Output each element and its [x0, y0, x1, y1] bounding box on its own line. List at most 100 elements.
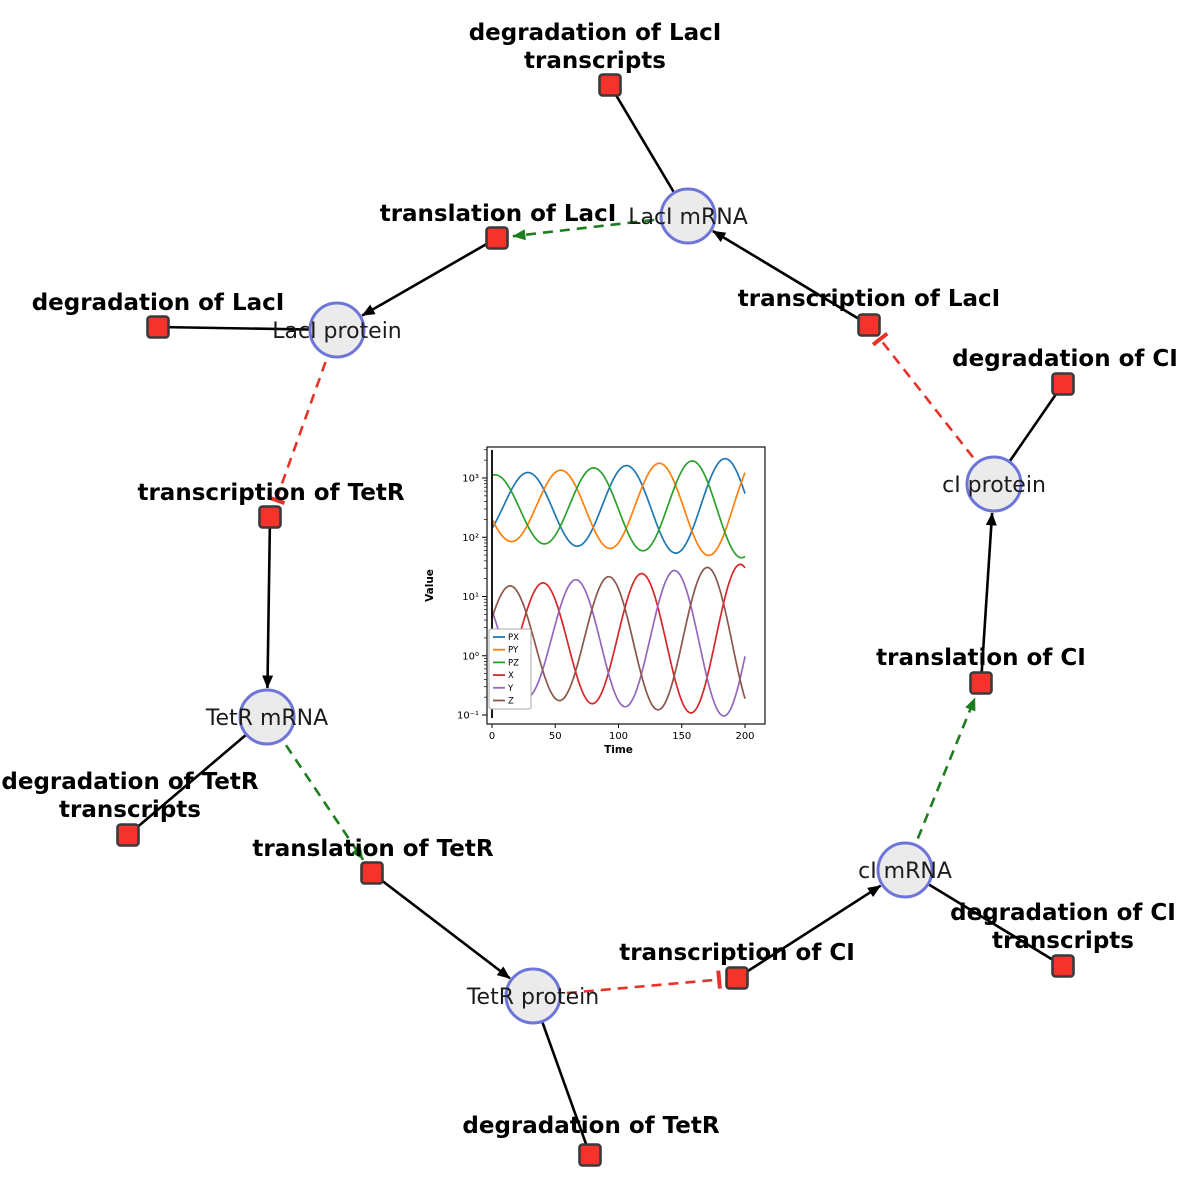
- series-line-PY: [491, 462, 746, 557]
- reaction-square-icon: [1051, 372, 1075, 396]
- reaction-label-tx_laci: transcription of LacI: [738, 286, 1001, 312]
- species-circle-icon: [659, 187, 717, 245]
- species-label-tetr_protein: TetR protein: [466, 985, 599, 1010]
- species-circle-icon: [238, 688, 296, 746]
- reaction-square-icon: [578, 1143, 602, 1167]
- x-tick-label: 150: [672, 731, 691, 742]
- species-node-ci_protein: [965, 455, 1023, 513]
- chart-y-axis-label: Value: [424, 569, 436, 602]
- x-tick-label: 50: [549, 731, 562, 742]
- reaction-node-deg_ci_tx: [1051, 954, 1075, 978]
- chart-series: [491, 450, 746, 718]
- edge-tetr_mrna-deg_tetr_tx: [127, 716, 268, 836]
- species-circle-icon: [504, 967, 562, 1025]
- series-line-X: [491, 563, 746, 714]
- species-circle-icon: [876, 841, 934, 899]
- reaction-node-tx_tetr: [258, 505, 282, 529]
- reaction-label-deg_tetr: degradation of TetR: [462, 1113, 719, 1139]
- reaction-node-deg_tetr_tx: [116, 823, 140, 847]
- edge-tx_laci-laci_mrna: [712, 229, 870, 327]
- reaction-node-deg_tetr: [578, 1143, 602, 1167]
- edge-ci_mrna-tl_ci: [903, 697, 977, 871]
- edge-tx_ci-ci_mrna: [736, 884, 882, 980]
- x-tick-label: 0: [489, 731, 495, 742]
- chart-border: [486, 446, 766, 725]
- reaction-label-tx_ci: transcription of CI: [619, 940, 855, 966]
- reaction-label-tl_ci: translation of CI: [876, 645, 1086, 671]
- reaction-label-deg_laci: degradation of LacI: [32, 290, 285, 316]
- reaction-label-tl_laci: translation of LacI: [380, 201, 617, 227]
- edge-tl_ci-ci_protein: [979, 512, 997, 684]
- nodes: [116, 73, 1075, 1167]
- reaction-square-icon: [725, 966, 749, 990]
- legend-label-PY: PY: [508, 646, 519, 656]
- reaction-square-icon: [116, 823, 140, 847]
- reaction-node-tl_ci: [969, 671, 993, 695]
- species-node-ci_mrna: [876, 841, 934, 899]
- edge-laci_mrna-tl_laci: [512, 214, 689, 241]
- edge-ci_protein-tx_laci: [871, 332, 996, 485]
- y-tick-label: 10⁰: [462, 651, 479, 662]
- edge-tl_tetr-tetr_protein: [371, 871, 511, 980]
- species-circle-icon: [965, 455, 1023, 513]
- chart-x-axis-label: Time: [604, 744, 633, 756]
- reaction-node-tx_ci: [725, 966, 749, 990]
- x-tick-label: 100: [609, 731, 628, 742]
- y-tick-label: 10³: [462, 474, 479, 485]
- legend-label-Y: Y: [507, 684, 514, 694]
- series-line-Y: [491, 569, 746, 717]
- species-node-laci_mrna: [659, 187, 717, 245]
- reaction-square-icon: [969, 671, 993, 695]
- y-tick-label: 10²: [462, 533, 479, 544]
- reaction-square-icon: [146, 315, 170, 339]
- edge-tetr_protein-tx_ci: [532, 970, 722, 998]
- edge-tx_tetr-tetr_mrna: [262, 516, 274, 689]
- series-line-Z: [491, 566, 746, 711]
- species-label-tetr_mrna: TetR mRNA: [205, 706, 328, 731]
- edge-tl_laci-laci_protein: [361, 236, 498, 317]
- species-label-ci_mrna: cI mRNA: [858, 859, 952, 884]
- legend-label-PX: PX: [508, 633, 519, 643]
- x-tick-label: 200: [735, 731, 754, 742]
- species-node-laci_protein: [308, 301, 366, 359]
- chart-legend: PX PY PZ XYZ: [488, 628, 532, 710]
- y-tick-label: 10¹: [462, 592, 479, 603]
- reaction-node-tl_laci: [485, 226, 509, 250]
- reaction-node-tl_tetr: [360, 861, 384, 885]
- y-tick-label: 10⁻¹: [457, 711, 479, 722]
- reaction-node-deg_ci: [1051, 372, 1075, 396]
- reaction-square-icon: [598, 73, 622, 97]
- reaction-square-icon: [258, 505, 282, 529]
- species-circle-icon: [308, 301, 366, 359]
- reaction-square-icon: [1051, 954, 1075, 978]
- series-line-PZ: [491, 460, 746, 559]
- species-label-laci_protein: LacI protein: [272, 319, 402, 344]
- edge-ci_mrna-deg_ci_tx: [904, 868, 1064, 968]
- species-label-ci_protein: cI protein: [942, 473, 1046, 498]
- reaction-node-deg_laci_tx: [598, 73, 622, 97]
- reaction-label-deg_ci: degradation of CI: [952, 346, 1178, 372]
- edge-tetr_mrna-tl_tetr: [265, 716, 365, 861]
- species-node-tetr_protein: [504, 967, 562, 1025]
- chart-axes: 10⁻¹ 10⁰ 10¹ 10² 10³ 0 50 100 150 200: [457, 449, 755, 742]
- reaction-node-tx_laci: [857, 313, 881, 337]
- inset-chart: 10⁻¹ 10⁰ 10¹ 10² 10³ 0 50 100 150 200 PX PY PZ XYZ Tim…: [424, 446, 766, 756]
- legend-label-PZ: PZ: [508, 658, 519, 668]
- edge-laci_protein-deg_laci: [157, 325, 338, 332]
- reaction-square-icon: [360, 861, 384, 885]
- legend-label-Z: Z: [508, 697, 514, 707]
- legend-label-X: X: [508, 671, 514, 681]
- species-node-tetr_mrna: [238, 688, 296, 746]
- reaction-node-deg_laci: [146, 315, 170, 339]
- reaction-square-icon: [485, 226, 509, 250]
- reaction-square-icon: [857, 313, 881, 337]
- edge-laci_protein-tx_tetr: [266, 329, 339, 505]
- species-label-laci_mrna: LacI mRNA: [628, 205, 748, 230]
- reaction-label-tl_tetr: translation of TetR: [252, 836, 493, 862]
